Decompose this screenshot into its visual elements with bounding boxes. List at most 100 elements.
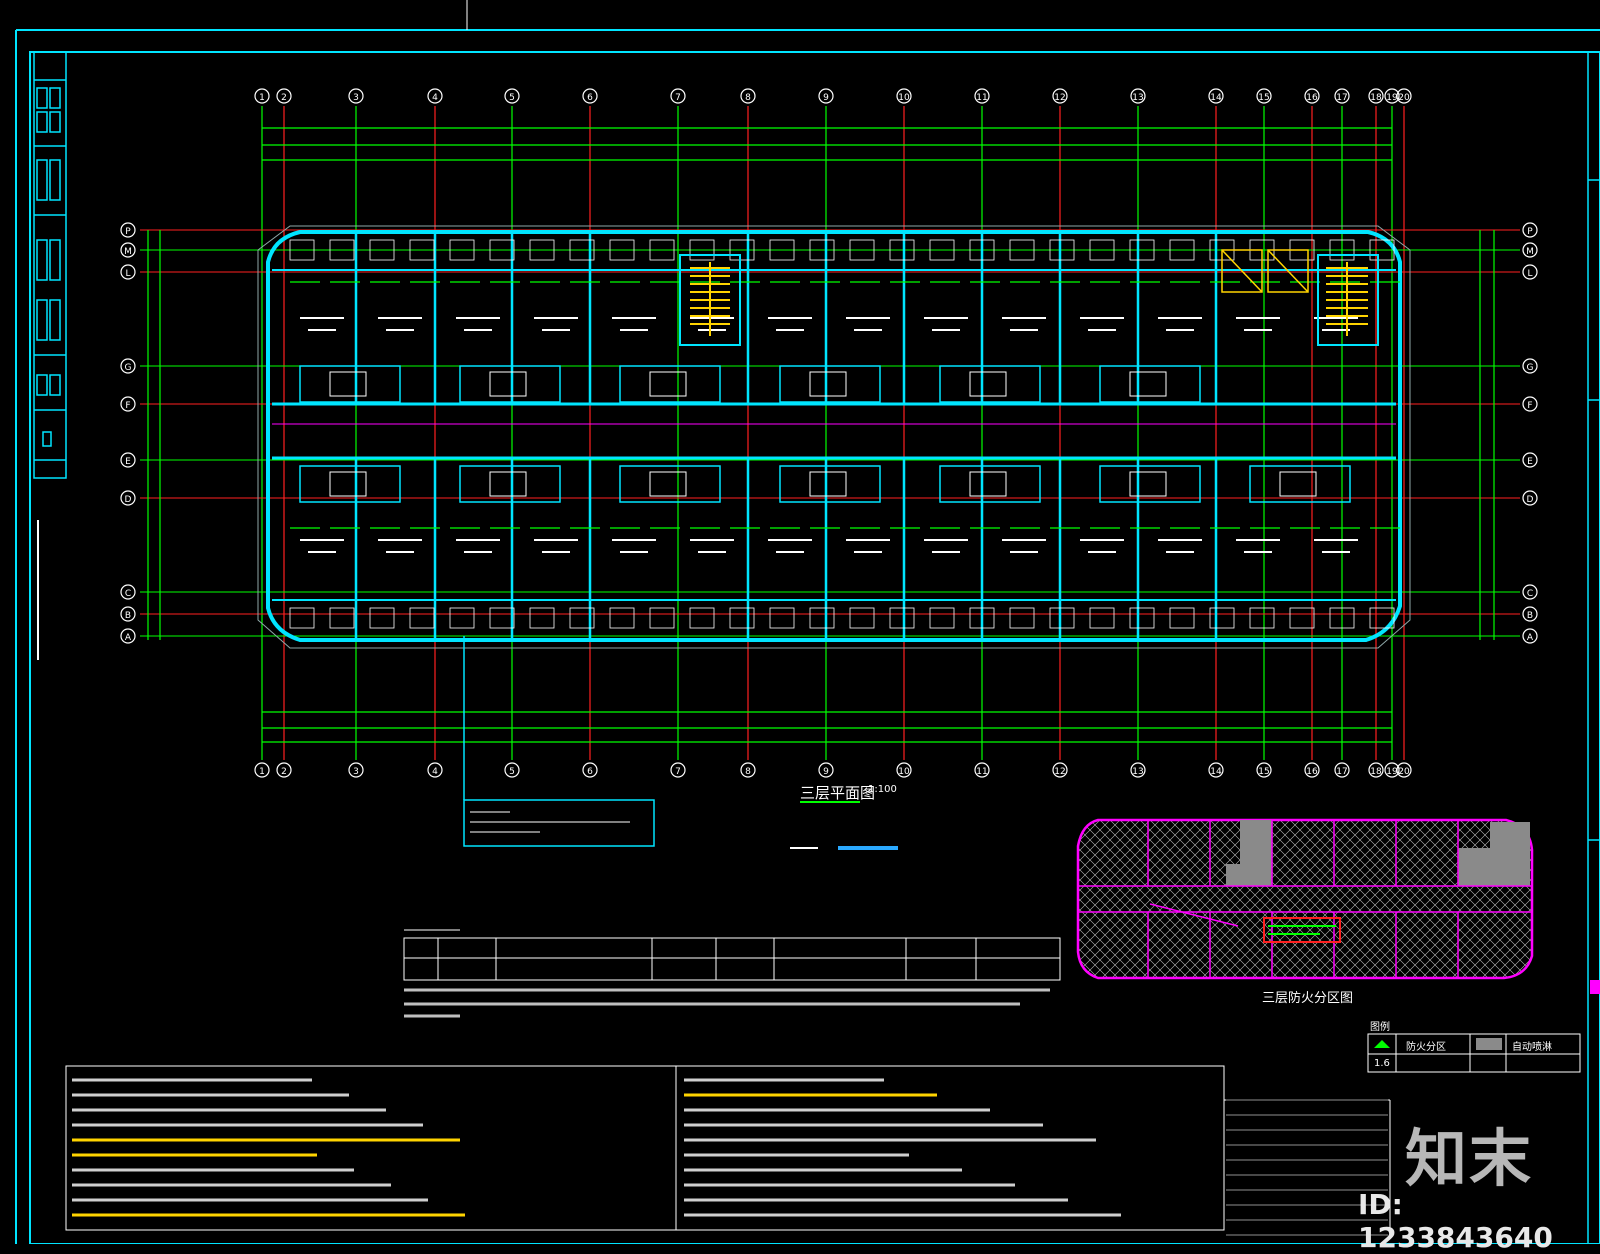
- drawing-frame: [15, 0, 1600, 1244]
- fixture: [489, 371, 527, 397]
- balcony-unit: [329, 239, 355, 261]
- grid-column-label: 15: [1258, 93, 1269, 103]
- grid-column-label: 17: [1336, 93, 1347, 103]
- balcony-unit: [529, 607, 555, 629]
- grid-row-label: E: [1527, 457, 1533, 467]
- grid-column-label: 12: [1054, 93, 1065, 103]
- callout-box: [463, 636, 655, 847]
- balcony-unit: [689, 607, 715, 629]
- balcony-unit: [729, 607, 755, 629]
- grid-column-bubble: [348, 762, 364, 778]
- grid-column-label: 3: [353, 767, 359, 777]
- grid-column-label: 13: [1132, 93, 1143, 103]
- grid-row-bubble: [1522, 628, 1538, 644]
- grid-column-bubble: [1304, 762, 1320, 778]
- bathroom-block: [1249, 465, 1351, 503]
- grid-row-label: P: [1527, 227, 1533, 237]
- grid-row-bubble: [120, 490, 136, 506]
- balcony-unit: [1209, 607, 1235, 629]
- grid-column-label: 7: [675, 767, 681, 777]
- grid-column-bubble: [1304, 88, 1320, 104]
- legend-title: 图例: [1370, 1022, 1390, 1033]
- grid-row-label: P: [125, 227, 131, 237]
- balcony-unit: [529, 239, 555, 261]
- fire-zone-plan: [1076, 818, 1534, 980]
- balcony-unit: [1049, 239, 1075, 261]
- grid-column-bubble: [276, 762, 292, 778]
- grid-row-label: L: [1527, 269, 1532, 279]
- grid-column-label: 1: [259, 93, 265, 103]
- fixture: [809, 471, 847, 497]
- grid-column-bubble: [670, 762, 686, 778]
- balcony-unit: [1169, 607, 1195, 629]
- grid-column-bubble: [1368, 762, 1384, 778]
- grid-column-label: 11: [976, 93, 987, 103]
- grid-column-bubble: [818, 88, 834, 104]
- balcony-unit: [1369, 607, 1395, 629]
- grid-column-label: 9: [823, 93, 829, 103]
- grid-column-bubble: [1368, 88, 1384, 104]
- grid-row-label: E: [125, 457, 131, 467]
- building-outline: [257, 225, 1411, 649]
- balcony-unit: [289, 239, 315, 261]
- grid-row-label: L: [125, 269, 130, 279]
- grid-column-label: 2: [281, 93, 287, 103]
- fixture: [1129, 471, 1167, 497]
- grid-column-bubble: [1256, 88, 1272, 104]
- balcony-unit: [1249, 607, 1275, 629]
- grid-row-label: D: [1527, 495, 1534, 505]
- grid-column-label: 19: [1386, 767, 1398, 777]
- grid-row-label: F: [1527, 401, 1532, 411]
- title-block: [34, 79, 66, 461]
- grid-column-label: 4: [432, 93, 438, 103]
- balcony-unit: [1049, 607, 1075, 629]
- fixture: [649, 371, 687, 397]
- dimension-lines: [147, 127, 1495, 743]
- fixture: [329, 471, 367, 497]
- grid-column-bubble: [1384, 762, 1400, 778]
- legend-item-value: 1.6: [1374, 1058, 1390, 1069]
- grid-row-bubble: [1522, 606, 1538, 622]
- balcony-unit: [849, 239, 875, 261]
- fixture: [1129, 371, 1167, 397]
- grid-row-bubble: [120, 396, 136, 412]
- balcony-unit: [889, 239, 915, 261]
- balcony-unit: [489, 607, 515, 629]
- grid-column-bubble: [427, 762, 443, 778]
- balcony-unit: [969, 607, 995, 629]
- grid-row-label: C: [1527, 589, 1533, 599]
- grid-column-label: 6: [587, 93, 593, 103]
- balcony-unit: [1009, 607, 1035, 629]
- balcony-unit: [649, 239, 675, 261]
- grid-column-bubble: [1334, 88, 1350, 104]
- grid-column-bubble: [276, 88, 292, 104]
- grid-row-bubble: [120, 606, 136, 622]
- grid-row-bubble: [1522, 396, 1538, 412]
- grid-row-label: F: [125, 401, 130, 411]
- grid-column-label: 14: [1210, 767, 1222, 777]
- legend-table: [1367, 1033, 1581, 1073]
- balcony-unit: [1129, 607, 1155, 629]
- bathroom-block: [779, 365, 881, 403]
- grid-axis-layer: 1122334455667788991010111112121313141415…: [120, 88, 1538, 778]
- grid-column-label: 19: [1386, 93, 1398, 103]
- grid-row-bubble: [1522, 222, 1538, 238]
- grid-column-bubble: [504, 88, 520, 104]
- bathroom-block: [939, 465, 1041, 503]
- grid-column-bubble: [254, 762, 270, 778]
- fixture: [1279, 471, 1317, 497]
- grid-column-bubble: [1208, 88, 1224, 104]
- balcony-unit: [929, 607, 955, 629]
- area-table: [403, 929, 1061, 981]
- grid-column-label: 8: [745, 93, 751, 103]
- grid-row-label: A: [125, 633, 132, 643]
- grid-row-bubble: [1522, 584, 1538, 600]
- grid-column-label: 4: [432, 767, 438, 777]
- grid-column-label: 10: [898, 767, 910, 777]
- legend-item-fire-zone: 防火分区: [1406, 1042, 1446, 1053]
- balcony-unit: [569, 239, 595, 261]
- fixture: [649, 471, 687, 497]
- balcony-unit: [289, 607, 315, 629]
- grid-row-label: A: [1527, 633, 1534, 643]
- area-table-notes: [404, 988, 1050, 1018]
